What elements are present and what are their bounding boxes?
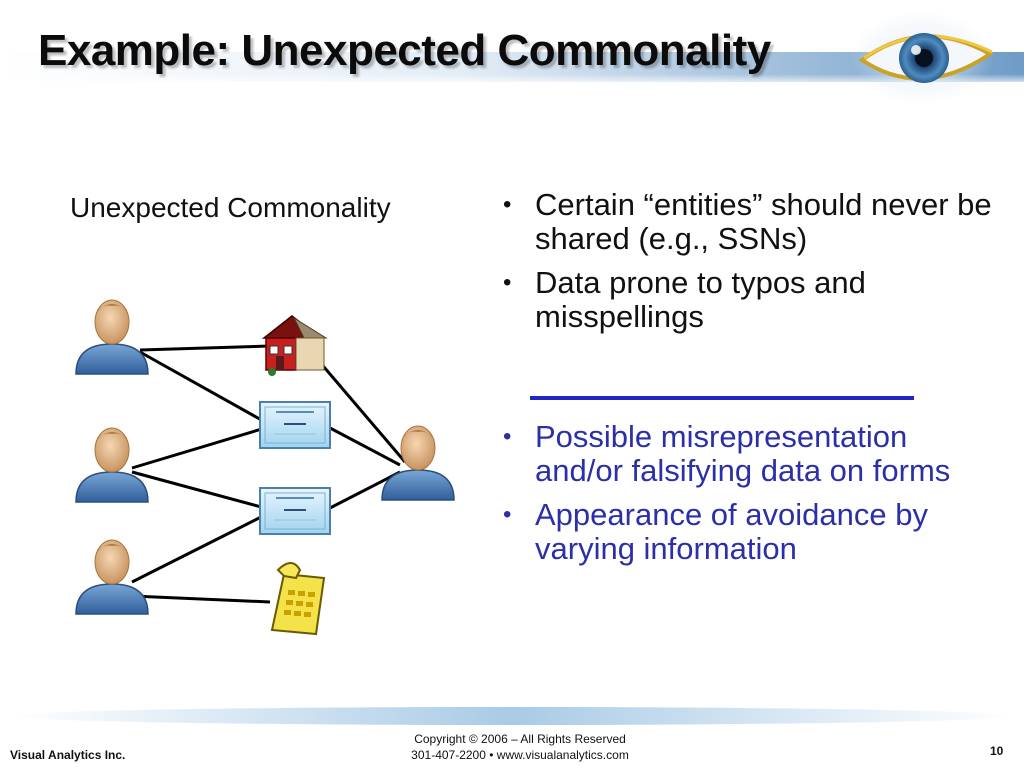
document-icon [259,487,331,535]
page-number: 10 [990,744,1004,758]
bullet-list-black: Certain “entities” should never be share… [495,188,1000,344]
diagram-heading: Unexpected Commonality [70,192,391,223]
bullet-item: Data prone to typos and misspellings [495,266,1000,334]
house-icon [261,315,328,376]
company-name: Visual Analytics Inc. [10,748,126,762]
telephone-icon [270,562,326,636]
connection-lines [131,344,407,604]
copyright-line: Copyright © 2006 – All Rights Reserved [414,732,626,746]
bullet-item: Possible misrepresentation and/or falsif… [495,420,1000,488]
document-icon [259,401,331,449]
person-icon [381,425,455,501]
footer-band [12,707,1012,725]
eye-icon [850,12,994,104]
person-icon [75,539,149,615]
copyright-notice: Copyright © 2006 – All Rights Reserved 3… [360,731,680,763]
bullet-item: Appearance of avoidance by varying infor… [495,498,1000,566]
person-icon [75,299,149,375]
bullet-item: Certain “entities” should never be share… [495,188,1000,256]
slide-title: Example: Unexpected Commonality [38,26,771,75]
contact-line: 301-407-2200 • www.visualanalytics.com [411,748,629,762]
network-diagram [75,299,455,636]
person-icon [75,427,149,503]
bullet-list-blue: Possible misrepresentation and/or falsif… [495,420,1000,576]
divider-rule [530,396,914,400]
